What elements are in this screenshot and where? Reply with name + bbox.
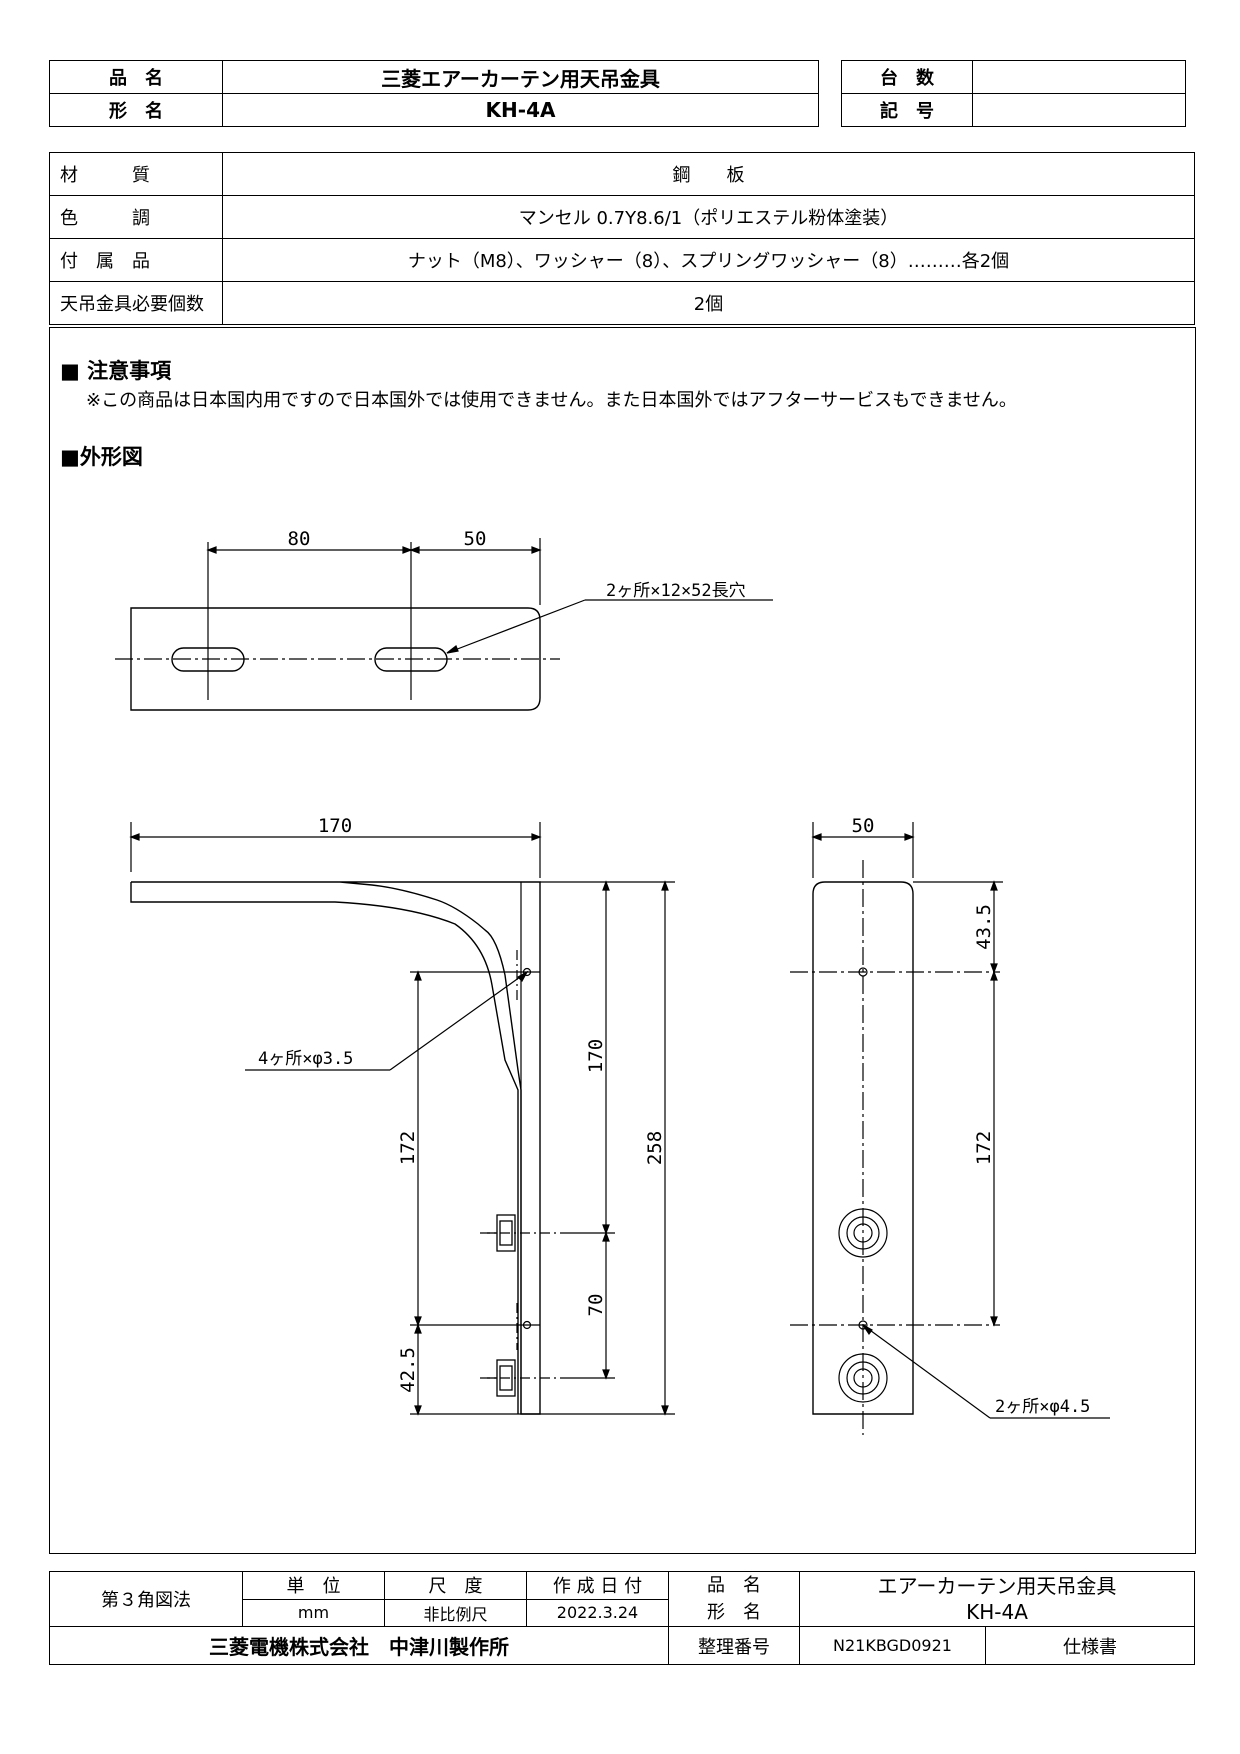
notes-text: ※この商品は日本国内用ですので日本国外では使用できません。また日本国外ではアフタ…	[86, 390, 1017, 411]
spec-value-material: 鋼 板	[222, 152, 1195, 196]
doc-type: 仕様書	[985, 1626, 1195, 1665]
outline-heading: ■外形図	[60, 445, 143, 469]
scale-label: 尺 度	[384, 1571, 527, 1600]
symbol-value	[972, 93, 1186, 127]
ref-number: N21KBGD0921	[799, 1626, 986, 1665]
spec-value-color: マンセル 0.7Y8.6/1（ポリエステル粉体塗装）	[222, 195, 1195, 239]
symbol-label: 記 号	[841, 93, 973, 127]
date-value: 2022.3.24	[526, 1598, 669, 1627]
footer-product: エアーカーテン用天吊金具 KH-4A	[799, 1571, 1195, 1627]
spec-table: 材 質 鋼 板 色 調 マンセル 0.7Y8.6/1（ポリエステル粉体塗装） 付…	[49, 152, 1195, 325]
quantity-table: 台 数 記 号	[841, 60, 1186, 127]
ref-label: 整理番号	[668, 1626, 800, 1665]
notes-heading: ■ 注意事項	[60, 359, 172, 383]
spec-label-color: 色 調	[49, 195, 223, 239]
scale-value: 非比例尺	[384, 1598, 527, 1627]
footer-product-name: エアーカーテン用天吊金具	[877, 1574, 1117, 1598]
model-name: KH-4A	[222, 93, 819, 127]
product-name-label: 品 名	[49, 60, 223, 94]
model-label: 形 名	[49, 93, 223, 127]
spec-label-count: 天吊金具必要個数	[49, 281, 223, 325]
unit-label: 単 位	[242, 1571, 385, 1600]
spec-label-material: 材 質	[49, 152, 223, 196]
spec-value-count: 2個	[222, 281, 1195, 325]
projection-method: 第３角図法	[49, 1571, 243, 1627]
title-block: 第３角図法 単 位 尺 度 作 成 日 付 品 名 形 名 エアーカーテン用天吊…	[49, 1571, 1195, 1665]
name-labels: 品 名 形 名	[668, 1571, 800, 1627]
unit-value: mm	[242, 1598, 385, 1627]
spec-value-accessories: ナット（M8）、ワッシャー（8）、スプリングワッシャー（8）………各2個	[222, 238, 1195, 282]
date-label: 作 成 日 付	[526, 1571, 669, 1600]
quantity-label: 台 数	[841, 60, 973, 94]
spec-label-accessories: 付 属 品	[49, 238, 223, 282]
quantity-value	[972, 60, 1186, 94]
product-name: 三菱エアーカーテン用天吊金具	[222, 60, 819, 94]
footer-model: KH-4A	[966, 1600, 1028, 1624]
company-name: 三菱電機株式会社 中津川製作所	[49, 1626, 669, 1665]
header-table: 品 名 三菱エアーカーテン用天吊金具 形 名 KH-4A	[49, 60, 819, 127]
drawing-frame	[49, 327, 1196, 1554]
